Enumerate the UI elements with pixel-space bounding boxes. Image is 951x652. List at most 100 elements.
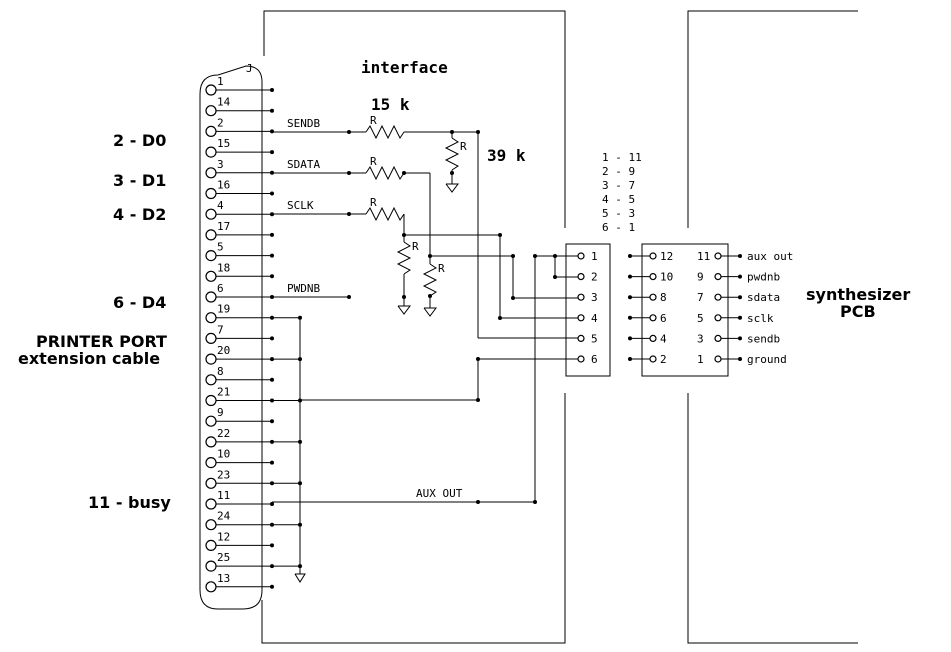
db25-pin-number: 1 bbox=[217, 75, 224, 88]
pcb-left-pin-circle bbox=[649, 355, 657, 363]
net-label-sendb: SENDB bbox=[287, 117, 320, 130]
pcb-left-pin-number: 10 bbox=[660, 271, 673, 284]
db25-pin: 1 bbox=[205, 75, 274, 96]
db25-pin-end bbox=[270, 274, 274, 279]
db25-pin: 24 bbox=[205, 510, 302, 531]
db25-pin: 12 bbox=[205, 530, 274, 552]
pcb-signal-name: ground bbox=[747, 353, 787, 366]
db25-pin: 20 bbox=[205, 344, 302, 365]
pcb-right-pin-circle bbox=[714, 314, 722, 322]
pin-map: 1 - 11 2 - 9 3 - 7 4 - 5 5 - 3 6 - 1 bbox=[602, 151, 642, 234]
resistor-label-sclk-pulldown: R bbox=[412, 240, 419, 253]
db25-pin: 15 bbox=[205, 137, 274, 158]
header-pin: 4 bbox=[577, 312, 598, 325]
db25-pin-number: 13 bbox=[217, 572, 230, 585]
db25-pin: 16 bbox=[205, 179, 274, 200]
db25-pin-end bbox=[270, 543, 274, 548]
db25-pin-circle bbox=[205, 146, 217, 158]
db25-pin-number: 21 bbox=[217, 386, 230, 399]
db25-pin: 10 bbox=[205, 448, 274, 469]
db25-pin-end bbox=[270, 150, 274, 155]
net-labels: SENDB SDATA SCLK PWDNB AUX OUT bbox=[287, 117, 463, 500]
pulldown-resistor-value: 39 k bbox=[487, 146, 526, 165]
db25-pins: 1142153164175186197208219221023112412251… bbox=[205, 75, 302, 593]
db25-pin-number: 16 bbox=[217, 179, 230, 192]
interface-title: interface bbox=[361, 58, 448, 77]
db25-pin-circle bbox=[205, 312, 217, 324]
pcb-right-dot bbox=[738, 295, 742, 300]
pcb-right-pin-number: 9 bbox=[697, 271, 704, 284]
pcb-left-pin-circle bbox=[649, 293, 657, 301]
pcb-left-pin-number: 4 bbox=[660, 332, 667, 345]
header-pin: 1 bbox=[577, 250, 598, 263]
pcb-right-pin-number: 1 bbox=[697, 353, 704, 366]
resistor-label-sdata: R bbox=[370, 155, 377, 168]
resistor-labels: R R R R R R bbox=[370, 114, 467, 275]
pin-map-row: 6 - 1 bbox=[602, 221, 635, 234]
db25-pin-number: 19 bbox=[217, 303, 230, 316]
db25-pin-circle bbox=[205, 519, 217, 531]
header-pin-circle bbox=[577, 314, 585, 322]
db25-pin-circle bbox=[205, 560, 217, 572]
pcb-left-pin-number: 12 bbox=[660, 250, 673, 263]
printer-port-label: PRINTER PORT bbox=[36, 332, 167, 351]
db25-pin: 19 bbox=[205, 303, 302, 324]
net-label-aux-out: AUX OUT bbox=[416, 487, 463, 500]
db25-pin-end bbox=[270, 377, 274, 382]
db25-pin-end bbox=[270, 336, 274, 341]
header-pin-circle bbox=[577, 334, 585, 342]
pcb-right-dot bbox=[738, 254, 742, 258]
db25-pin-end bbox=[270, 108, 274, 113]
pcb-right-pin-circle bbox=[714, 293, 722, 301]
resistor-label-sendb-pulldown: R bbox=[460, 140, 467, 153]
net-label-sclk: SCLK bbox=[287, 199, 314, 212]
pcb-right-dot bbox=[738, 274, 742, 279]
pcb-right-pin-circle bbox=[714, 252, 722, 260]
synth-label: synthesizer bbox=[806, 285, 910, 304]
db25-pin-number: 7 bbox=[217, 323, 224, 336]
pcb-signal-name: pwdnb bbox=[747, 271, 780, 284]
header-pin: 6 bbox=[577, 353, 598, 366]
pin-map-row: 4 - 5 bbox=[602, 193, 635, 206]
db25-pin: 3 bbox=[205, 158, 274, 179]
pcb-left-pin-circle bbox=[649, 314, 657, 322]
db25-pin-circle bbox=[205, 208, 217, 220]
db25-pin-end bbox=[270, 232, 274, 237]
db25-pin-number: 9 bbox=[217, 406, 224, 419]
resistor-label-sdata-pulldown: R bbox=[438, 262, 445, 275]
db25-pin-circle bbox=[205, 250, 217, 262]
printer-port-sublabel: extension cable bbox=[18, 349, 160, 368]
pcb-left-pin-number: 6 bbox=[660, 312, 667, 325]
db25-pin: 5 bbox=[205, 241, 274, 262]
db25-connector-shell bbox=[199, 65, 263, 610]
signal-label-d2: 4 - D2 bbox=[113, 205, 166, 224]
db25-pin-number: 8 bbox=[217, 365, 224, 378]
db25-pin-end bbox=[270, 502, 274, 506]
db25-pin: 25 bbox=[205, 551, 302, 572]
db25-pin-number: 11 bbox=[217, 489, 230, 502]
db25-pin-number: 22 bbox=[217, 427, 230, 440]
pcb-left-pin-number: 8 bbox=[660, 291, 667, 304]
ground-bus-dot bbox=[298, 315, 302, 320]
header-pin-number: 3 bbox=[591, 291, 598, 304]
pcb-right-pin-number: 11 bbox=[697, 250, 710, 263]
header-pin-circle bbox=[577, 355, 585, 363]
pcb-right-pin-circle bbox=[714, 334, 722, 342]
db25-pin-circle bbox=[205, 125, 217, 137]
pcb-signal-name: sendb bbox=[747, 332, 780, 345]
pin-map-row: 5 - 3 bbox=[602, 207, 635, 220]
signal-label-d0: 2 - D0 bbox=[113, 131, 166, 150]
db25-pin-number: 18 bbox=[217, 261, 230, 274]
db25-pin-circle bbox=[205, 539, 217, 552]
db25-pin-number: 14 bbox=[217, 96, 231, 109]
db25-pin-end bbox=[270, 419, 274, 424]
db25-pin-circle bbox=[205, 167, 217, 179]
db25-pin-number: 25 bbox=[217, 551, 230, 564]
